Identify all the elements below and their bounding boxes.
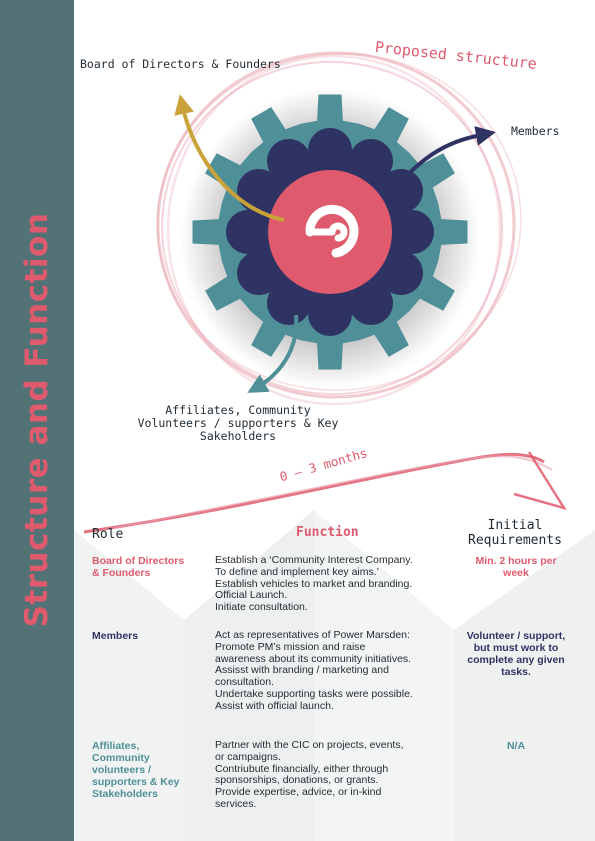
brush-circle — [156, 51, 522, 406]
function-cell: Establish a ‘Community Interest Company.… — [215, 554, 413, 614]
scallop-lobe — [308, 292, 352, 336]
sidebar: Structure and Function — [0, 0, 74, 841]
function-cell: Partner with the CIC on projects, events… — [215, 739, 404, 810]
sidebar-title: Structure and Function — [19, 212, 55, 628]
scallop-lobe — [267, 281, 311, 325]
scallop-lobe — [267, 139, 311, 183]
structure-diagram — [156, 51, 522, 406]
header-function: Function — [296, 525, 359, 540]
requirement-cell: Min. 2 hours per week — [475, 555, 557, 579]
header-role: Role — [92, 527, 124, 542]
background-shapes — [74, 510, 595, 841]
role-cell: Board of Directors & Founders — [92, 555, 185, 579]
function-cell: Act as representatives of Power Marsden:… — [215, 629, 413, 712]
scallop-lobe — [390, 210, 434, 254]
requirement-cell: Volunteer / support, but must work to co… — [466, 630, 566, 678]
scallop-lobe — [379, 169, 423, 213]
header-requirements: Initial Requirements — [468, 518, 562, 548]
scallop-lobe — [237, 169, 281, 213]
members-label: Members — [511, 124, 560, 138]
affiliates-label: Affiliates, Community Volunteers / suppo… — [137, 403, 339, 443]
arrow-affiliates — [247, 314, 299, 393]
scallop-lobe — [226, 210, 270, 254]
arrow-members — [384, 126, 496, 202]
arrow-board — [174, 94, 285, 222]
scallop-lobe — [237, 251, 281, 295]
power-marsden-logo-icon — [305, 204, 359, 258]
role-cell: Members — [92, 630, 139, 642]
timeline-arrow — [83, 451, 567, 534]
scallop-lobe — [349, 139, 393, 183]
requirement-cell: N/A — [506, 740, 526, 752]
scallop-lobe — [308, 128, 352, 172]
board-label: Board of Directors & Founders — [80, 57, 281, 71]
role-cell: Affiliates, Community volunteers / suppo… — [92, 740, 180, 800]
scallop-lobe — [349, 281, 393, 325]
scallop-lobe — [379, 251, 423, 295]
